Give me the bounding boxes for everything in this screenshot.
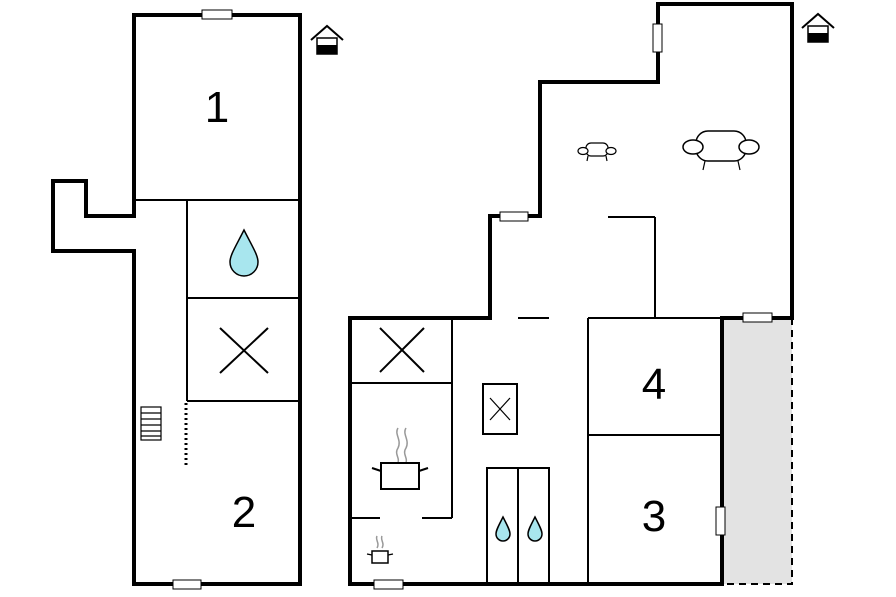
water-drop-icon bbox=[527, 515, 543, 542]
window-icon bbox=[172, 579, 202, 590]
room-1-number: 1 bbox=[205, 83, 229, 132]
room-3-number: 3 bbox=[642, 492, 666, 541]
terrace-dashed-border bbox=[722, 318, 793, 585]
window-icon bbox=[715, 506, 726, 536]
terrace-area bbox=[722, 318, 792, 584]
cross-icon bbox=[379, 327, 425, 373]
water-drop-icon bbox=[229, 228, 259, 277]
room-4-number: 4 bbox=[642, 360, 666, 409]
right-building-outer-wall bbox=[348, 2, 794, 586]
window-icon bbox=[742, 312, 773, 323]
window-icon bbox=[499, 211, 529, 222]
window-icon bbox=[201, 9, 233, 20]
window-icon bbox=[373, 579, 404, 590]
room-2-number: 2 bbox=[232, 488, 256, 537]
cross-icon bbox=[482, 383, 518, 435]
sink-cabinet bbox=[486, 467, 550, 585]
cross-icon bbox=[219, 327, 269, 374]
cooking-pot-icon bbox=[366, 535, 394, 564]
house-icon bbox=[801, 12, 835, 43]
sofa-icon bbox=[577, 142, 617, 162]
cooking-pot-icon bbox=[371, 427, 429, 490]
right-building: 4 3 bbox=[348, 2, 794, 590]
house-icon bbox=[310, 24, 344, 55]
sofa-icon bbox=[682, 130, 760, 171]
left-building: 1 2 bbox=[51, 9, 302, 590]
left-building-outer-wall bbox=[51, 13, 302, 586]
stairs-icon bbox=[140, 406, 162, 441]
water-drop-icon bbox=[495, 515, 511, 542]
window-icon bbox=[652, 23, 663, 53]
